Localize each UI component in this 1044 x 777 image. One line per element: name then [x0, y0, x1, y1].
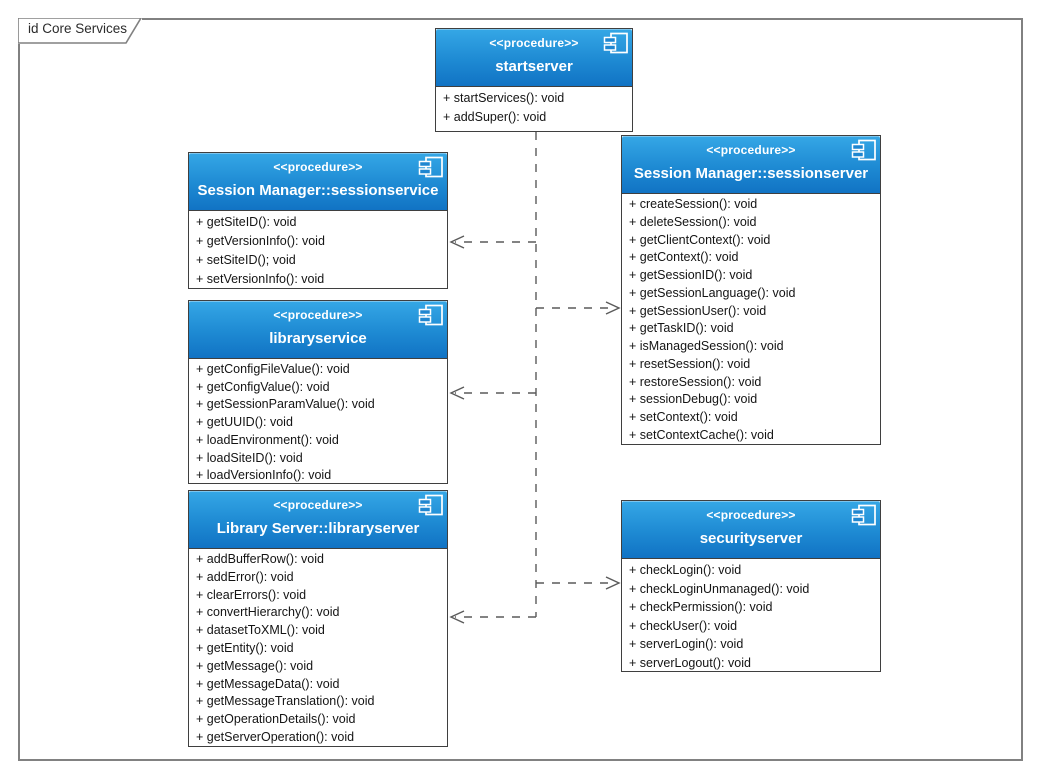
component-icon [418, 304, 443, 326]
method-signature: + deleteSession(): void [629, 214, 757, 229]
method-signature: + setVersionInfo(): void [196, 272, 325, 286]
box-title: Library Server::libraryserver [216, 520, 420, 537]
method-signature: + createSession(): void [629, 197, 758, 211]
method-signature: + isManagedSession(): void [629, 339, 784, 353]
box-header: <<procedure>> securityserver [622, 501, 880, 559]
frame-tab-shape [18, 18, 142, 44]
uml-box-sessionservice[interactable]: <<procedure>> Session Manager::sessionse… [188, 152, 448, 289]
method-signature: + serverLogout(): void [629, 655, 751, 670]
method-signature: + restoreSession(): void [629, 374, 762, 389]
method-signature: + checkLogin(): void [629, 563, 742, 577]
method-signature: + getUUID(): void [196, 415, 293, 430]
component-icon [851, 139, 876, 161]
method-list: + startServices(): void + addSuper(): voi… [436, 87, 632, 127]
method-signature: + getTaskID(): void [629, 321, 734, 336]
method-signature: + getContext(): void [629, 250, 739, 265]
uml-box-sessionserver[interactable]: <<procedure>> Session Manager::sessionse… [621, 135, 881, 445]
method-signature: + checkPermission(): void [629, 600, 773, 615]
method-signature: + getConfigFileValue(): void [196, 362, 350, 376]
method-signature: + loadVersionInfo(): void [196, 468, 332, 483]
method-signature: + convertHierarchy(): void [196, 605, 340, 620]
box-header: <<procedure>> libraryservice [189, 301, 447, 359]
box-header: <<procedure>> Session Manager::sessionse… [622, 136, 880, 194]
method-signature: + getConfigValue(): void [196, 379, 330, 394]
uml-box-libraryservice[interactable]: <<procedure>> libraryservice + getConfig… [188, 300, 448, 484]
method-signature: + getServerOperation(): void [196, 729, 355, 744]
method-signature: + startServices(): void [443, 91, 565, 105]
stereotype-label: <<procedure>> [273, 498, 363, 512]
box-title: Session Manager::sessionserver [633, 165, 869, 182]
method-signature: + getOperationDetails(): void [196, 712, 356, 727]
method-signature: + getEntity(): void [196, 640, 294, 655]
method-signature: + setContextCache(): void [629, 427, 774, 442]
uml-box-securityserver[interactable]: <<procedure>> securityserver + checkLogi… [621, 500, 881, 672]
box-title: securityserver [699, 530, 803, 547]
method-signature: + addError(): void [196, 569, 294, 584]
frame-title: id Core Services [28, 21, 128, 36]
method-signature: + checkUser(): void [629, 618, 738, 633]
method-signature: + loadSiteID(): void [196, 450, 303, 465]
box-title: Session Manager::sessionservice [197, 182, 439, 199]
method-signature: + datasetToXML(): void [196, 623, 325, 638]
box-header: <<procedure>> Session Manager::sessionse… [189, 153, 447, 211]
component-icon [603, 32, 628, 54]
method-signature: + clearErrors(): void [196, 587, 307, 602]
stereotype-label: <<procedure>> [273, 160, 363, 174]
box-title: startserver [495, 58, 573, 75]
method-signature: + sessionDebug(): void [629, 392, 758, 407]
method-signature: + setContext(): void [629, 410, 738, 424]
stereotype-label: <<procedure>> [706, 143, 796, 157]
stereotype-label: <<procedure>> [489, 36, 579, 50]
method-signature: + getVersionInfo(): void [196, 234, 325, 248]
method-signature: + serverLogin(): void [629, 637, 744, 652]
stereotype-label: <<procedure>> [706, 508, 796, 522]
method-list: + getConfigFileValue(): void + getConfigV… [189, 359, 447, 485]
component-icon [418, 494, 443, 516]
method-signature: + addSuper(): void [443, 110, 547, 124]
method-signature: + getSessionParamValue(): void [196, 397, 375, 412]
uml-box-libraryserver[interactable]: <<procedure>> Library Server::libraryser… [188, 490, 448, 747]
method-signature: + checkLoginUnmanaged(): void [629, 581, 810, 596]
component-icon [851, 504, 876, 526]
method-signature: + getSessionUser(): void [629, 303, 767, 318]
method-signature: + getMessage(): void [196, 658, 314, 673]
method-signature: + getMessageData(): void [196, 676, 340, 691]
method-signature: + getSessionLanguage(): void [629, 285, 796, 300]
box-title: libraryservice [269, 330, 367, 347]
method-list: + addBufferRow(): void + addError(): void… [189, 549, 447, 747]
method-signature: + getSessionID(): void [629, 268, 753, 282]
component-icon [418, 156, 443, 178]
frame-title-tab: id Core Services [18, 18, 142, 44]
uml-box-startserver[interactable]: <<procedure>> startserver + startService… [435, 28, 633, 132]
box-header: <<procedure>> startserver [436, 29, 632, 87]
method-signature: + addBufferRow(): void [196, 552, 324, 566]
method-signature: + loadEnvironment(): void [196, 432, 339, 447]
method-list: + checkLogin(): void + checkLoginUnmanage… [622, 559, 880, 673]
stereotype-label: <<procedure>> [273, 308, 363, 322]
method-list: + createSession(): void + deleteSession()… [622, 194, 880, 445]
method-signature: + getSiteID(): void [196, 215, 297, 229]
method-list: + getSiteID(): void + getVersionInfo(): v… [189, 211, 447, 289]
method-signature: + getClientContext(): void [629, 232, 771, 247]
method-signature: + setSiteID(); void [196, 253, 296, 267]
method-signature: + getMessageTranslation(): void [196, 694, 375, 709]
box-header: <<procedure>> Library Server::libraryser… [189, 491, 447, 549]
method-signature: + resetSession(): void [629, 356, 751, 371]
